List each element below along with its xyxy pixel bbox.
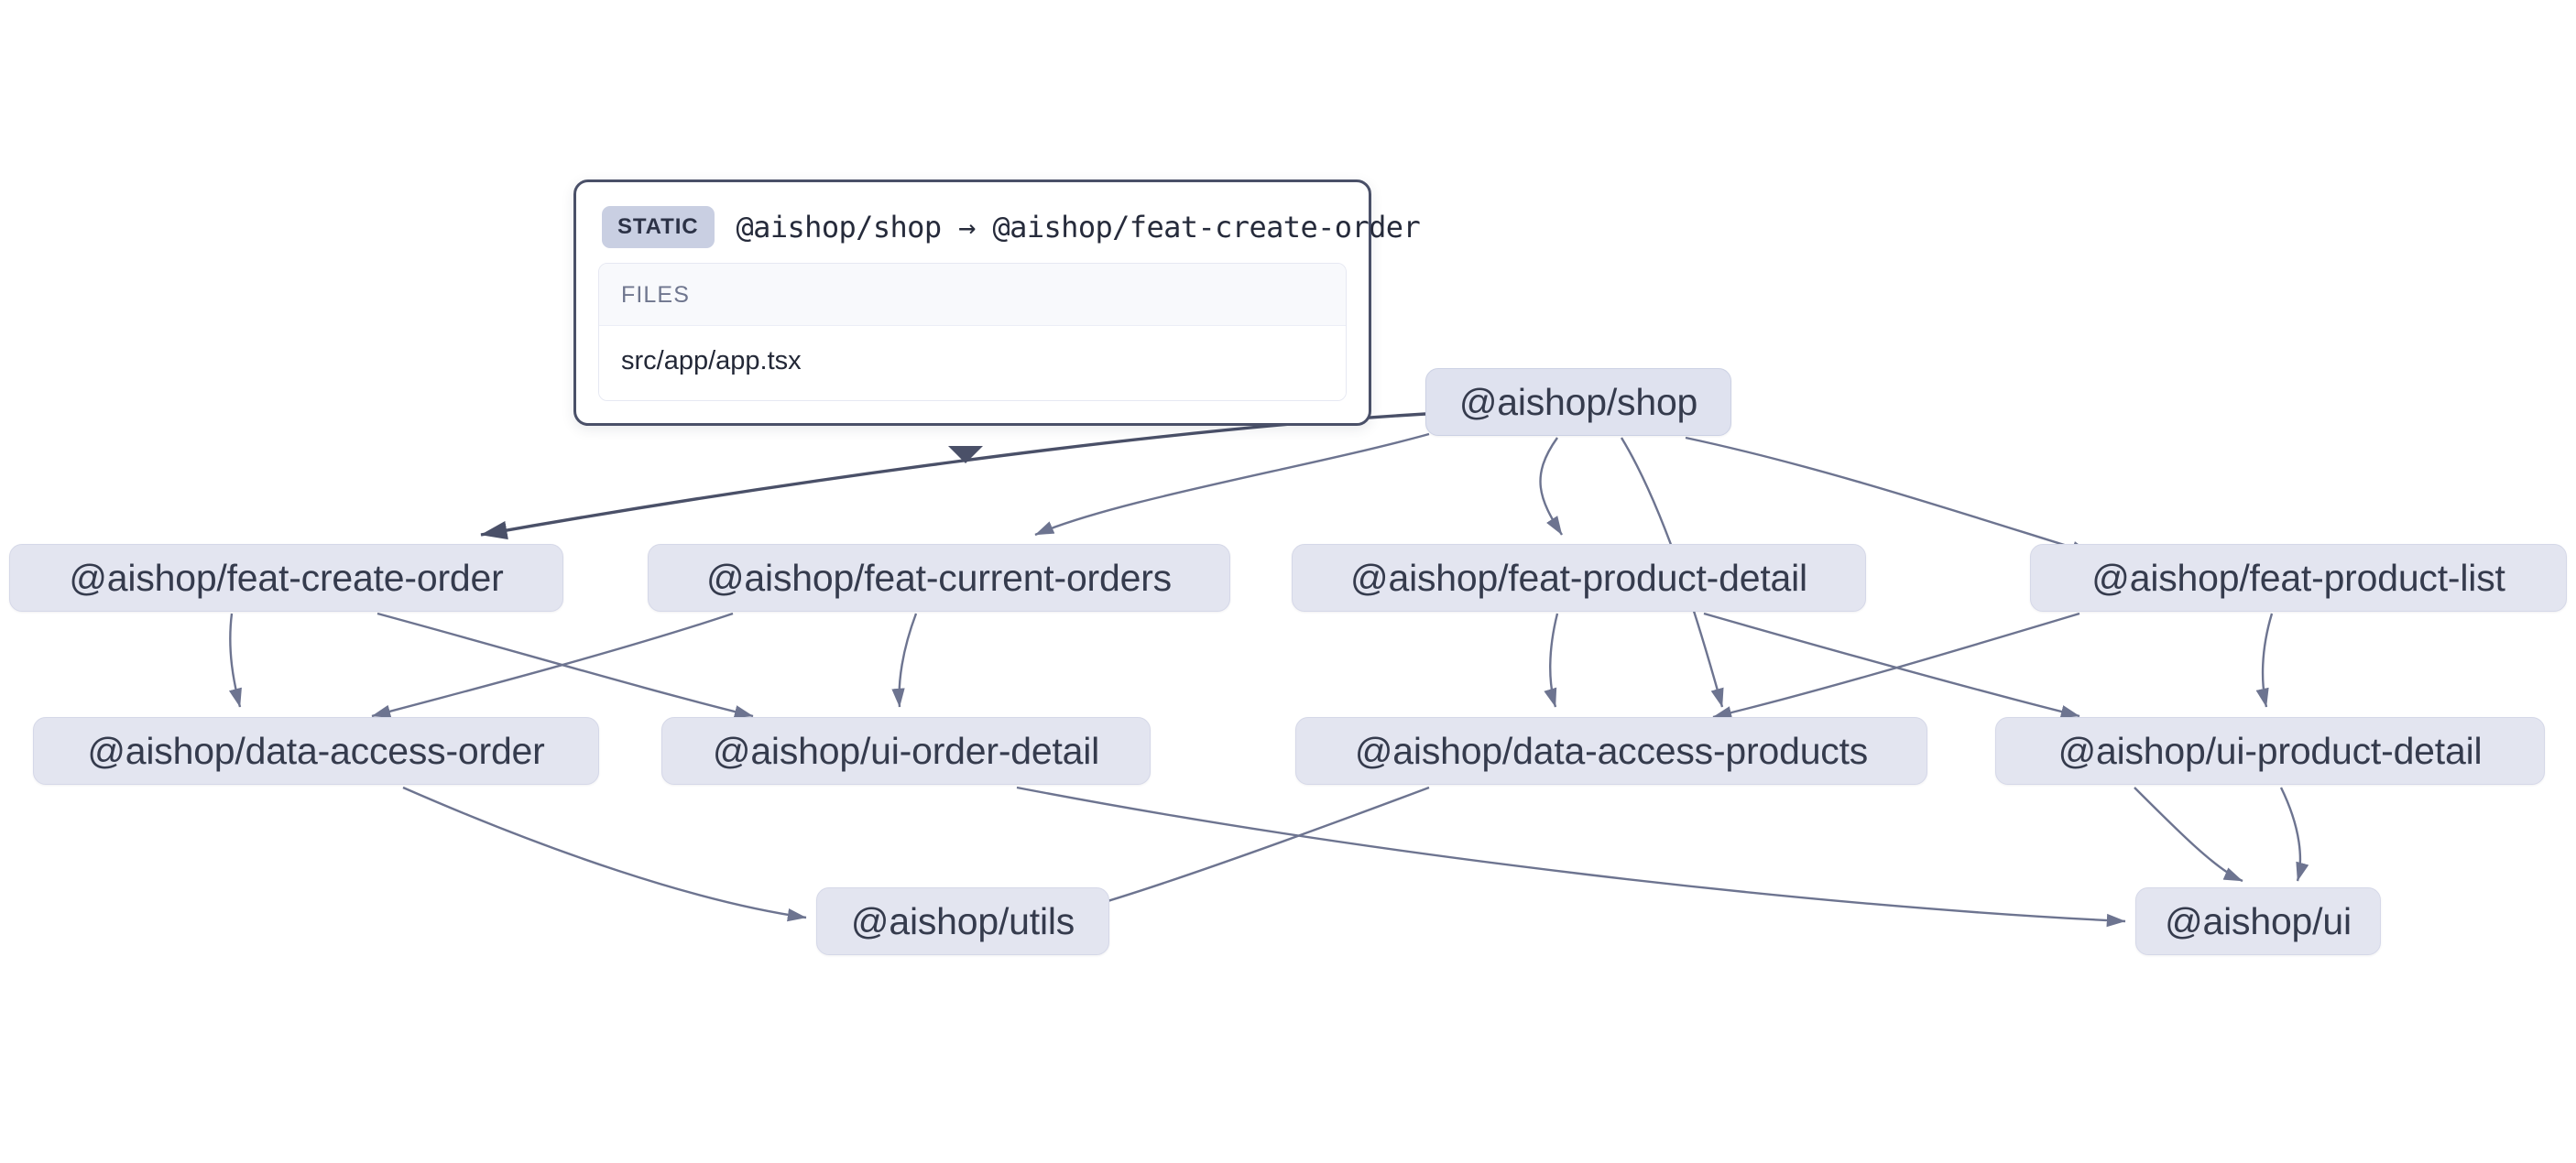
graph-node-label: @aishop/feat-current-orders	[706, 556, 1172, 599]
graph-node-feat-product-list[interactable]: @aishop/feat-product-list	[2030, 544, 2567, 612]
graph-edge-ui-product-detail-to-ui[interactable]	[2134, 787, 2243, 883]
graph-edge-data-access-order-to-utils[interactable]	[402, 786, 807, 922]
graph-node-ui[interactable]: @aishop/ui	[2135, 887, 2381, 955]
graph-node-label: @aishop/ui-order-detail	[712, 729, 1100, 772]
graph-edge-shop-to-feat-product-list[interactable]	[1685, 436, 2091, 555]
files-list: src/app/app.tsx	[599, 326, 1346, 400]
graph-edge-ui-order-detail-to-ui[interactable]	[1016, 786, 2126, 928]
graph-node-label: @aishop/shop	[1458, 380, 1698, 423]
graph-node-label: @aishop/data-access-order	[87, 729, 545, 772]
graph-edge-shop-to-feat-current-orders[interactable]	[1034, 432, 1430, 537]
graph-edge-ui-product-detail-to-ui[interactable]	[2279, 787, 2309, 882]
graph-node-label: @aishop/ui-product-detail	[2058, 729, 2483, 772]
files-section-header: FILES	[599, 264, 1346, 326]
graph-node-feat-create-order[interactable]: @aishop/feat-create-order	[9, 544, 563, 612]
graph-edge-feat-product-list-to-data-access-products[interactable]	[1712, 612, 2080, 720]
graph-edge-feat-create-order-to-ui-order-detail[interactable]	[377, 612, 754, 719]
edge-detail-tooltip[interactable]: STATIC @aishop/shop → @aishop/feat-creat…	[573, 179, 1421, 426]
graph-node-label: @aishop/feat-product-detail	[1350, 556, 1807, 599]
graph-node-label: @aishop/utils	[850, 899, 1075, 942]
tooltip-files-panel: FILES src/app/app.tsx	[598, 263, 1347, 401]
graph-edge-feat-create-order-to-data-access-order[interactable]	[228, 613, 242, 708]
graph-node-utils[interactable]: @aishop/utils	[816, 887, 1109, 955]
graph-node-data-access-order[interactable]: @aishop/data-access-order	[33, 717, 599, 785]
graph-node-shop[interactable]: @aishop/shop	[1425, 368, 1731, 436]
graph-edge-feat-current-orders-to-data-access-order[interactable]	[371, 612, 734, 718]
static-badge: STATIC	[602, 206, 715, 248]
graph-edge-feat-product-detail-to-data-access-products[interactable]	[1544, 613, 1559, 708]
graph-node-label: @aishop/feat-create-order	[69, 556, 504, 599]
graph-node-label: @aishop/ui	[2165, 899, 2352, 942]
graph-edge-data-access-products-to-utils[interactable]	[1082, 786, 1430, 910]
graph-node-ui-order-detail[interactable]: @aishop/ui-order-detail	[661, 717, 1151, 785]
file-row: src/app/app.tsx	[599, 326, 1346, 400]
graph-edge-feat-product-detail-to-ui-product-detail[interactable]	[1703, 612, 2080, 719]
tooltip-pointer-icon	[948, 446, 983, 463]
graph-edge-shop-to-feat-create-order[interactable]	[480, 412, 1426, 540]
tooltip-header: STATIC @aishop/shop → @aishop/feat-creat…	[598, 202, 1421, 263]
graph-edge-shop-to-feat-product-detail[interactable]	[1539, 437, 1564, 536]
graph-node-feat-product-detail[interactable]: @aishop/feat-product-detail	[1292, 544, 1866, 612]
tooltip-title: @aishop/shop → @aishop/feat-create-order	[736, 210, 1421, 245]
graph-node-feat-current-orders[interactable]: @aishop/feat-current-orders	[648, 544, 1230, 612]
graph-node-label: @aishop/feat-product-list	[2091, 556, 2505, 599]
graph-node-ui-product-detail[interactable]: @aishop/ui-product-detail	[1995, 717, 2545, 785]
graph-edge-feat-current-orders-to-ui-order-detail[interactable]	[891, 613, 918, 708]
graph-node-label: @aishop/data-access-products	[1354, 729, 1869, 772]
graph-node-data-access-products[interactable]: @aishop/data-access-products	[1295, 717, 1927, 785]
graph-edge-feat-product-list-to-ui-product-detail[interactable]	[2255, 613, 2274, 708]
